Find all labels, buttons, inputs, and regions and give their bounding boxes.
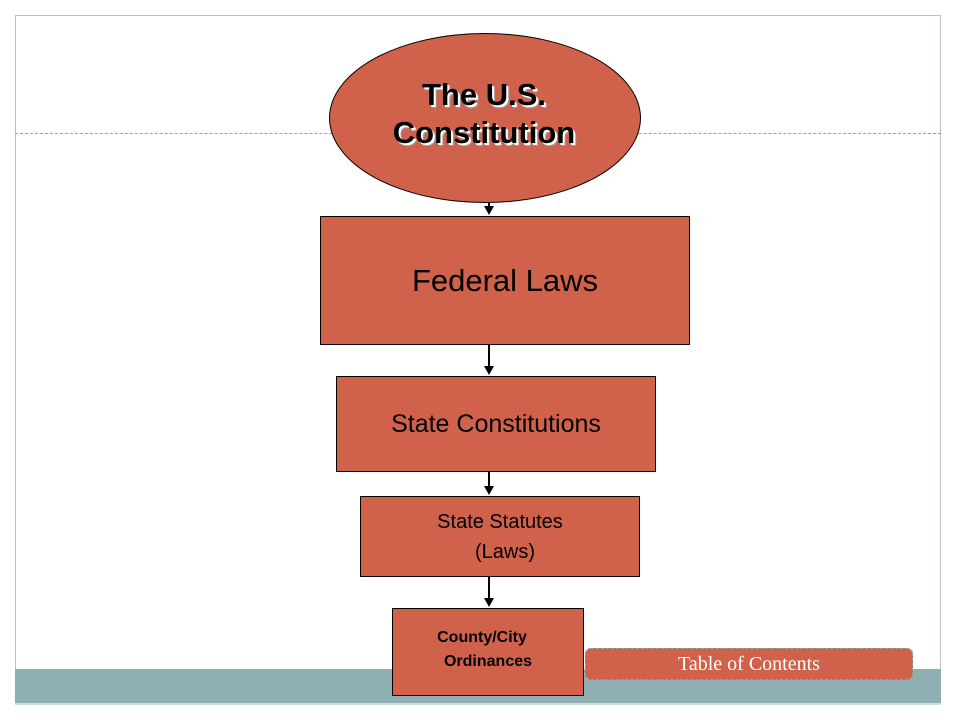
state-constitutions-label: State Constitutions xyxy=(391,409,601,438)
constitution-label-line1: The U.S. xyxy=(421,77,546,112)
state-constitutions-node: State Constitutions xyxy=(336,376,656,472)
state-statutes-node: State Statutes (Laws) xyxy=(360,496,640,577)
arrowhead-root-federal xyxy=(484,206,494,215)
table-of-contents-button[interactable]: Table of Contents xyxy=(585,648,913,680)
arrowhead-federal-state-constitutions xyxy=(484,366,494,375)
connector-statutes-ordinances xyxy=(488,577,490,599)
county-city-label-line1: County/City xyxy=(437,629,527,646)
connector-constitutions-statutes xyxy=(488,471,490,487)
federal-laws-label: Federal Laws xyxy=(411,262,599,298)
federal-laws-node: Federal Laws xyxy=(320,216,690,345)
footer-band-edge xyxy=(15,703,941,705)
county-city-label-line2: Ordinances xyxy=(443,653,533,670)
state-statutes-label-line1: State Statutes xyxy=(437,510,563,533)
state-statutes-label-line2: (Laws) xyxy=(474,540,535,563)
constitution-label: The U.S. Constitution xyxy=(349,76,619,152)
connector-root-federal xyxy=(488,203,490,208)
arrowhead-statutes-ordinances xyxy=(484,598,494,607)
constitution-label-line2: Constitution xyxy=(392,115,576,150)
table-of-contents-label: Table of Contents xyxy=(678,652,820,675)
connector-federal-state-constitutions xyxy=(488,344,490,367)
constitution-node xyxy=(329,33,641,203)
arrowhead-constitutions-statutes xyxy=(484,486,494,495)
county-city-node: County/City Ordinances xyxy=(392,608,584,696)
